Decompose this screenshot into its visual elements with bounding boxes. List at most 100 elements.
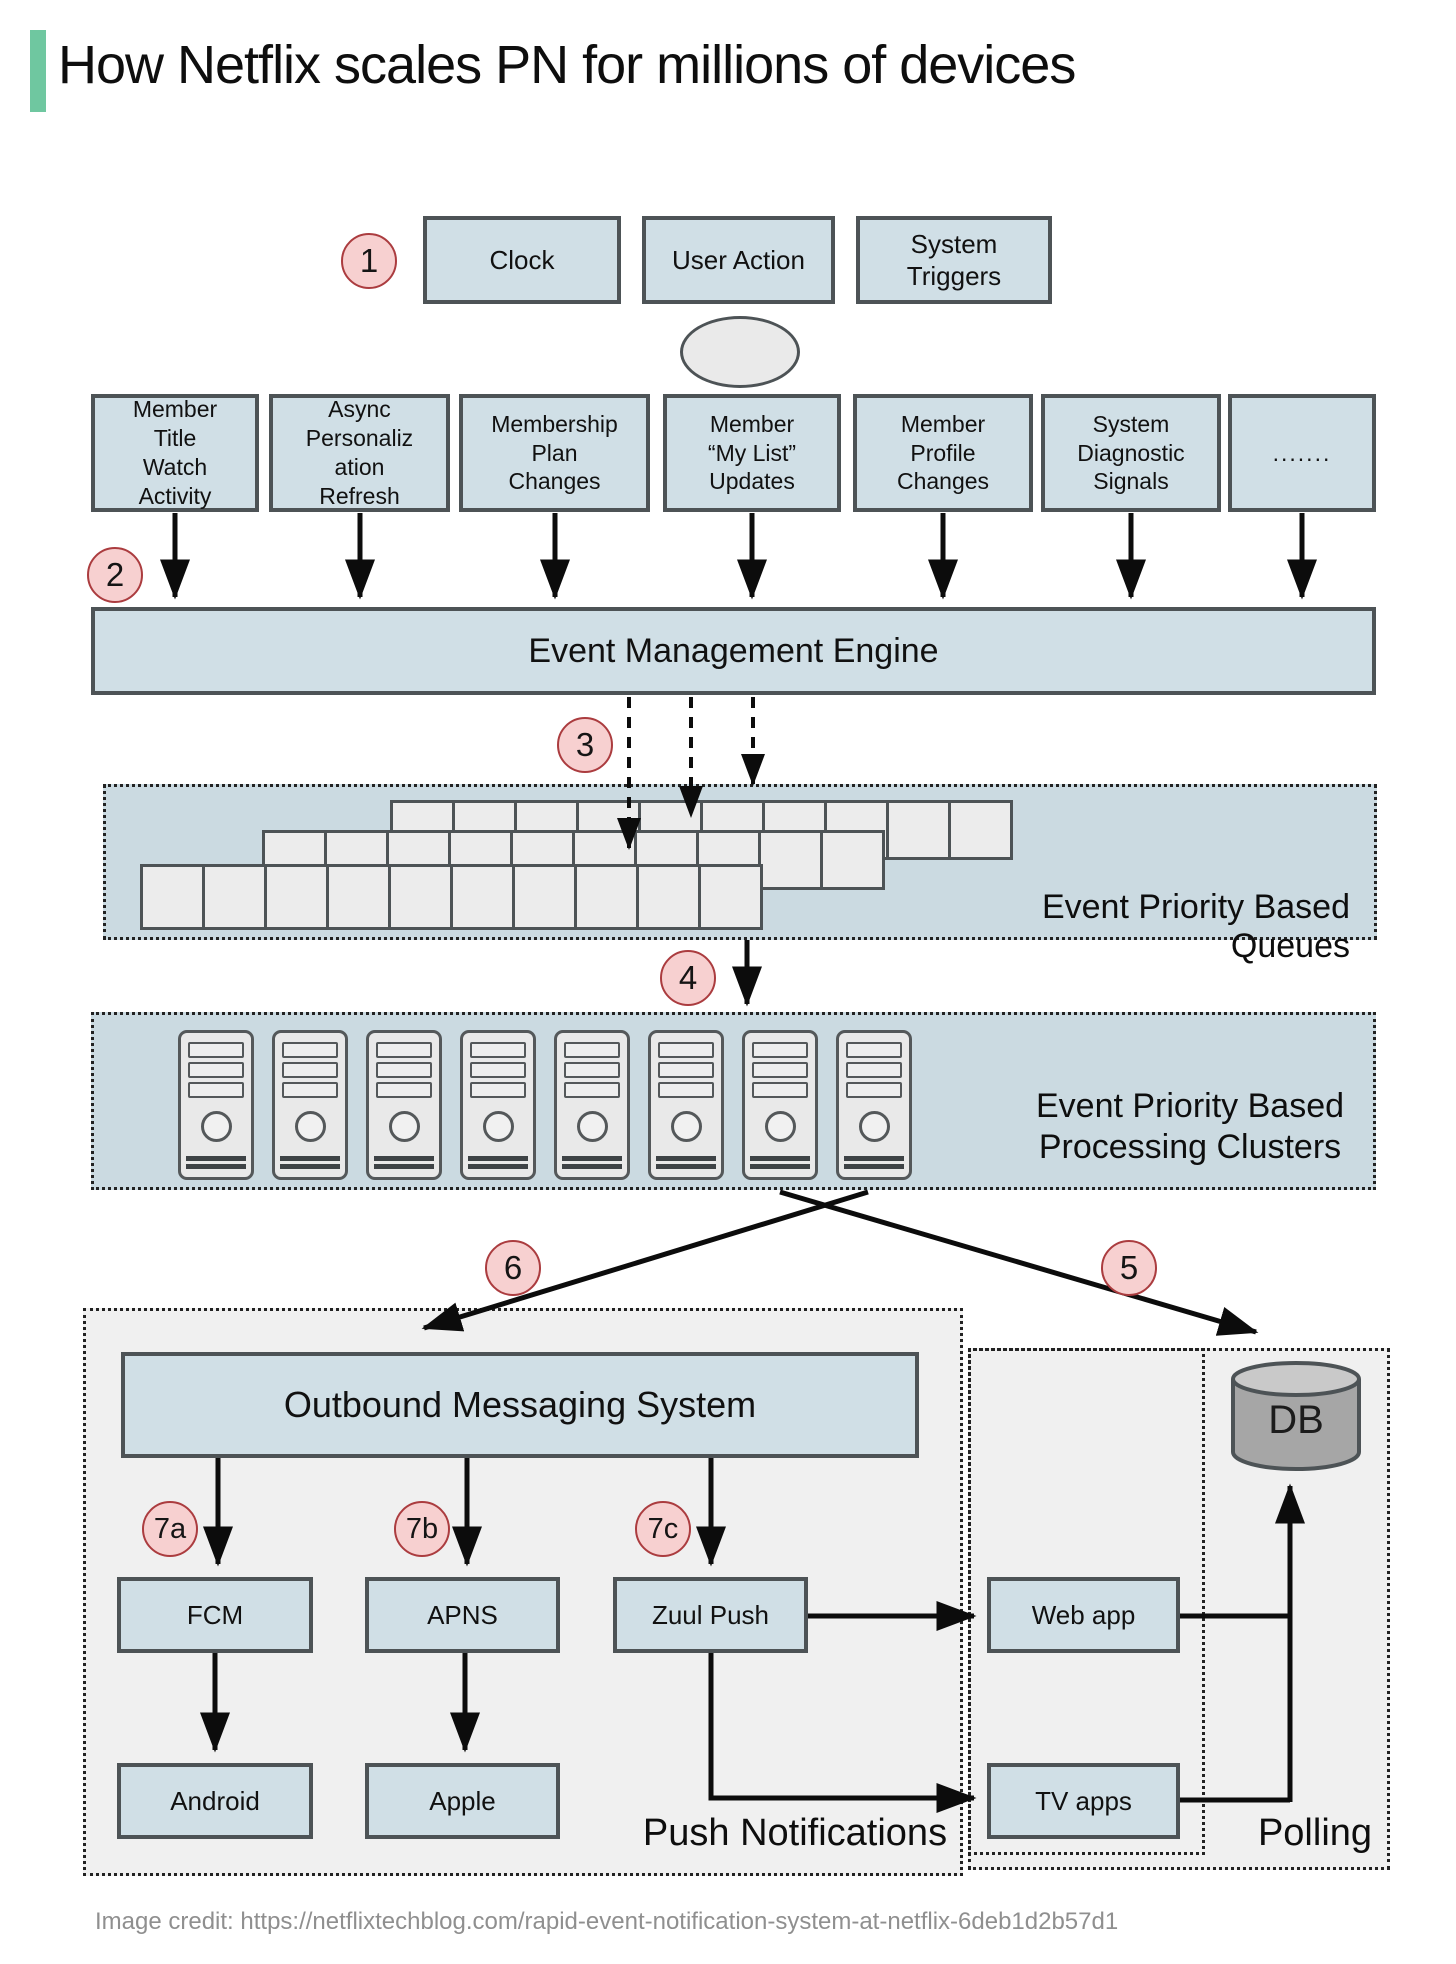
server-slot: [658, 1062, 714, 1078]
server-slot: [282, 1082, 338, 1098]
queue-cell: [639, 867, 698, 927]
server-power-circle: [764, 1111, 796, 1142]
server-vents: [374, 1153, 434, 1169]
source-box-member-title-watch-activity: Member Title Watch Activity: [91, 394, 259, 512]
fcm-box: FCM: [117, 1577, 313, 1653]
server-tower-icon: [366, 1030, 442, 1180]
server-tower-icon: [178, 1030, 254, 1180]
server-power-circle: [200, 1111, 232, 1142]
queue-cell: [329, 867, 388, 927]
image-credit: Image credit: https://netflixtechblog.co…: [95, 1908, 1119, 1935]
tv-apps-box: TV apps: [987, 1763, 1180, 1839]
server-slot: [752, 1062, 808, 1078]
page-title: How Netflix scales PN for millions of de…: [58, 35, 1076, 95]
server-power-circle: [858, 1111, 890, 1142]
badge-step-6: 6: [485, 1240, 541, 1296]
db-label: DB: [1268, 1398, 1324, 1442]
server-slot: [846, 1062, 902, 1078]
server-slot: [564, 1042, 620, 1058]
server-vents: [468, 1153, 528, 1169]
server-power-circle: [576, 1111, 608, 1142]
queue-cell: [823, 833, 882, 887]
server-tower-icon: [648, 1030, 724, 1180]
trigger-box-user-action: User Action: [642, 216, 835, 304]
polling-label: Polling: [1257, 1812, 1373, 1854]
server-slot: [282, 1062, 338, 1078]
trigger-box-system-triggers: System Triggers: [856, 216, 1052, 304]
server-slot: [470, 1062, 526, 1078]
server-slot: [282, 1042, 338, 1058]
queue-cell: [701, 867, 760, 927]
server-slot: [188, 1082, 244, 1098]
server-tower-icon: [554, 1030, 630, 1180]
badge-step-2: 2: [87, 547, 143, 603]
badge-step-4: 4: [660, 950, 716, 1006]
badge-step-7c: 7c: [635, 1501, 691, 1557]
server-vents: [844, 1153, 904, 1169]
server-vents: [562, 1153, 622, 1169]
badge-step-7a: 7a: [142, 1501, 198, 1557]
outbound-messaging-system-bar: Outbound Messaging System: [121, 1352, 919, 1458]
queue-cell: [143, 867, 202, 927]
queue-cell: [267, 867, 326, 927]
push-notifications-label: Push Notifications: [642, 1812, 948, 1854]
server-slot: [470, 1042, 526, 1058]
source-box-member-my-list-updates: Member “My List” Updates: [663, 394, 841, 512]
server-slot: [376, 1062, 432, 1078]
queue-cell: [391, 867, 450, 927]
badge-step-5: 5: [1101, 1240, 1157, 1296]
queue-strip-front: [140, 864, 763, 930]
queue-cell: [453, 867, 512, 927]
server-slot: [658, 1082, 714, 1098]
queue-cell: [951, 803, 1010, 857]
server-vents: [280, 1153, 340, 1169]
server-slot: [188, 1042, 244, 1058]
queue-cell: [761, 833, 820, 887]
server-vents: [750, 1153, 810, 1169]
server-slot: [846, 1082, 902, 1098]
server-tower-icon: [836, 1030, 912, 1180]
server-slot: [470, 1082, 526, 1098]
badge-step-1: 1: [341, 233, 397, 289]
source-box-member-profile-changes: Member Profile Changes: [853, 394, 1033, 512]
server-slot: [376, 1042, 432, 1058]
server-tower-icon: [742, 1030, 818, 1180]
server-slot: [846, 1042, 902, 1058]
badge-step-7b: 7b: [394, 1501, 450, 1557]
clusters-region-label: Event Priority Based Processing Clusters: [1035, 1087, 1345, 1167]
web-app-box: Web app: [987, 1577, 1180, 1653]
queues-region-label: Event Priority Based Queues: [1041, 888, 1350, 965]
badge-step-3: 3: [557, 717, 613, 773]
title-accent-bar: [30, 30, 46, 112]
server-slot: [564, 1082, 620, 1098]
queue-cell: [515, 867, 574, 927]
queue-cell: [889, 803, 948, 857]
funnel-ellipse: [680, 316, 800, 388]
apple-box: Apple: [365, 1763, 560, 1839]
server-slot: [658, 1042, 714, 1058]
server-power-circle: [294, 1111, 326, 1142]
source-box-more-sources: .......: [1228, 394, 1376, 512]
server-vents: [656, 1153, 716, 1169]
server-slot: [564, 1062, 620, 1078]
source-box-membership-plan-changes: Membership Plan Changes: [459, 394, 650, 512]
server-slot: [376, 1082, 432, 1098]
db-cylinder-icon: [1229, 1360, 1363, 1472]
server-vents: [186, 1153, 246, 1169]
source-box-system-diagnostic-signals: System Diagnostic Signals: [1041, 394, 1221, 512]
server-slot: [752, 1042, 808, 1058]
server-slot: [752, 1082, 808, 1098]
server-power-circle: [388, 1111, 420, 1142]
zuul-push-box: Zuul Push: [613, 1577, 808, 1653]
server-tower-icon: [272, 1030, 348, 1180]
server-power-circle: [670, 1111, 702, 1142]
trigger-box-clock: Clock: [423, 216, 621, 304]
event-management-engine-bar: Event Management Engine: [91, 607, 1376, 695]
server-slot: [188, 1062, 244, 1078]
source-box-async-personalization-refresh: Async Personaliz ation Refresh: [269, 394, 450, 512]
queue-cell: [205, 867, 264, 927]
apns-box: APNS: [365, 1577, 560, 1653]
server-tower-icon: [460, 1030, 536, 1180]
server-cluster-row: [178, 1030, 912, 1180]
